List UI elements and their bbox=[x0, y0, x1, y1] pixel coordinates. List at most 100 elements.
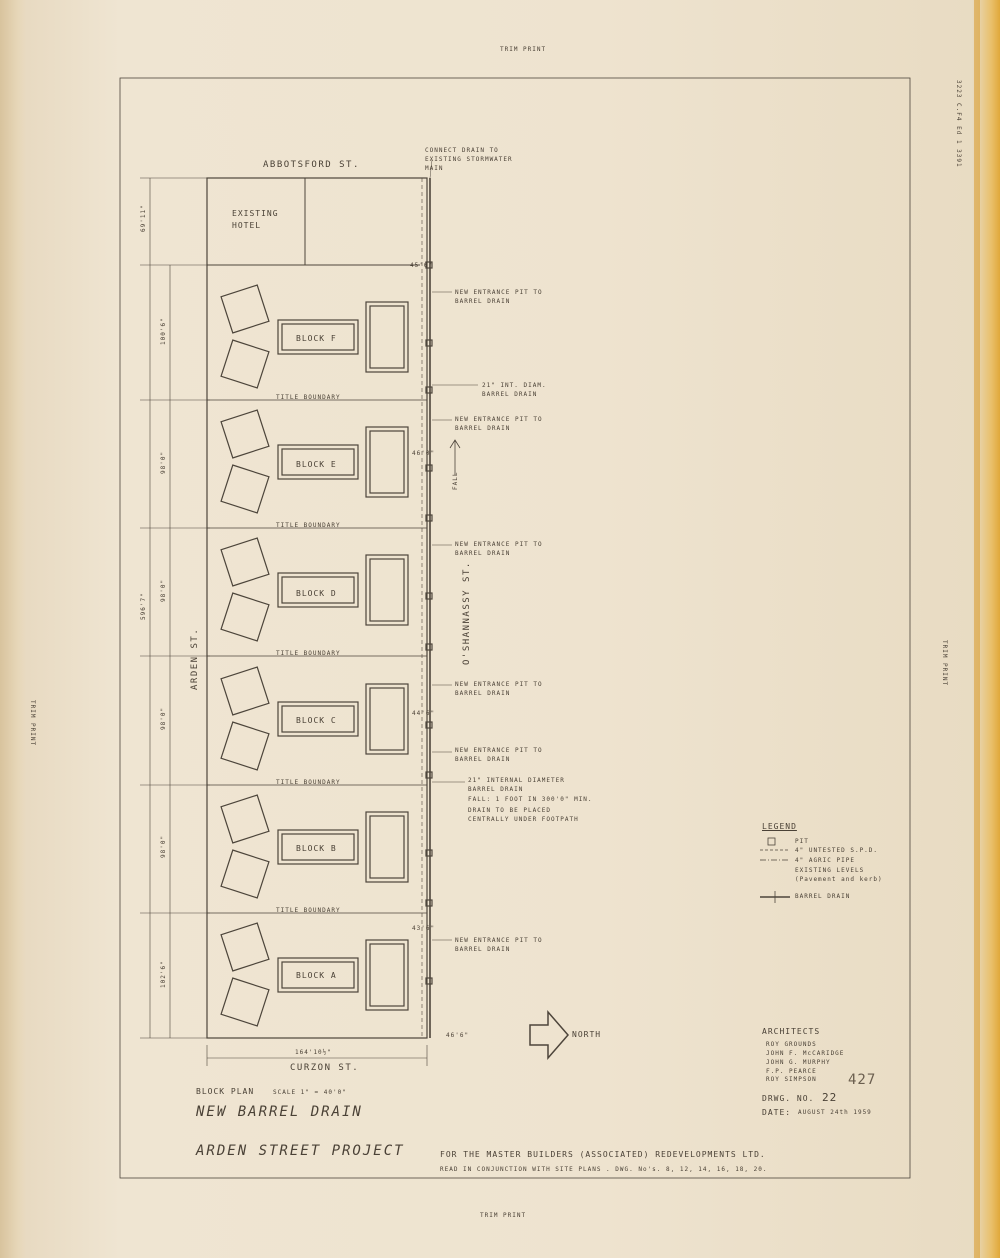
client-line: FOR THE MASTER BUILDERS (ASSOCIATED) RED… bbox=[440, 1150, 766, 1159]
architect-name: JOHN G. MURPHY bbox=[766, 1059, 831, 1066]
block-a-label: BLOCK A bbox=[296, 971, 337, 980]
margin-note: 3223 C.F4 Ed 1 3391 bbox=[955, 80, 962, 168]
pit-marker bbox=[425, 771, 433, 779]
note-drain-placed: DRAIN TO BE PLACED CENTRALLY UNDER FOOTP… bbox=[468, 807, 579, 823]
tower-building bbox=[365, 301, 409, 373]
pit-marker bbox=[425, 643, 433, 651]
level-label: 43'6" bbox=[412, 925, 436, 932]
drawing-no: 22 bbox=[822, 1091, 838, 1104]
trim-label-right: TRIM PRINT bbox=[941, 640, 948, 687]
tower-building-inner bbox=[369, 815, 405, 879]
main-building bbox=[277, 957, 359, 993]
note-new-entrance: NEW ENTRANCE PIT TO BARREL DRAIN bbox=[455, 541, 543, 557]
legend-item-agric: 4" AGRIC PIPE bbox=[795, 857, 855, 864]
existing-hotel-label: EXISTING HOTEL bbox=[232, 209, 279, 230]
dim-f: 100'6" bbox=[160, 317, 167, 345]
note-new-entrance: NEW ENTRANCE PIT TO BARREL DRAIN bbox=[455, 289, 543, 305]
tower-building bbox=[365, 554, 409, 626]
tower-building-inner bbox=[369, 430, 405, 494]
trim-label-bottom: TRIM PRINT bbox=[480, 1212, 527, 1219]
flat-building bbox=[220, 284, 270, 334]
legend-item-spd: 4" UNTESTED S.P.D. bbox=[795, 847, 879, 854]
flat-building bbox=[220, 721, 270, 771]
tower-building-inner bbox=[369, 687, 405, 751]
dim-b: 98'0" bbox=[160, 834, 167, 858]
note-connect: CONNECT DRAIN TO EXISTING STORMWATER MAI… bbox=[425, 147, 513, 172]
tower-building-inner bbox=[369, 305, 405, 369]
tape-strip bbox=[974, 0, 980, 1258]
note-new-entrance: NEW ENTRANCE PIT TO BARREL DRAIN bbox=[455, 937, 543, 953]
dim-a: 102'6" bbox=[160, 960, 167, 988]
leader-lines bbox=[429, 159, 478, 941]
drawing-no-label: DRWG. NO. bbox=[762, 1094, 815, 1103]
legend-item-levels: EXISTING LEVELS (Pavement and kerb) bbox=[795, 867, 883, 883]
flat-building bbox=[220, 537, 270, 587]
pit-marker bbox=[425, 977, 433, 985]
note-fall: FALL: 1 FOOT IN 300'0" MIN. bbox=[468, 796, 593, 803]
architect-name: JOHN F. McCARIDGE bbox=[766, 1050, 845, 1057]
note-pit-diam: 21" INT. DIAM. BARREL DRAIN bbox=[482, 382, 547, 398]
dim-d: 98'0" bbox=[160, 578, 167, 602]
pit-marker bbox=[425, 514, 433, 522]
north-label: NORTH bbox=[572, 1030, 602, 1039]
legend-item-pit: PIT bbox=[795, 838, 809, 845]
paper-edge-left bbox=[0, 0, 26, 1258]
trim-label-left: TRIM PRINT bbox=[29, 700, 36, 747]
title-boundary-label: TITLE BOUNDARY bbox=[276, 779, 341, 786]
read-with-line: READ IN CONJUNCTION WITH SITE PLANS . DW… bbox=[440, 1166, 768, 1173]
main-building bbox=[277, 701, 359, 737]
site-boundary bbox=[206, 177, 428, 1039]
level-label: 46'0" bbox=[412, 450, 436, 457]
block-f-label: BLOCK F bbox=[296, 334, 337, 343]
drawing-date-label: DATE: bbox=[762, 1108, 792, 1117]
flat-building bbox=[220, 592, 270, 642]
street-west: ARDEN ST. bbox=[190, 627, 200, 690]
architect-name: ROY GROUNDS bbox=[766, 1041, 817, 1048]
pit-marker bbox=[425, 464, 433, 472]
pit-marker bbox=[425, 261, 433, 269]
flat-building bbox=[220, 666, 270, 716]
pit-marker bbox=[425, 592, 433, 600]
main-building-inner bbox=[281, 705, 355, 733]
level-label: 44'6" bbox=[412, 710, 436, 717]
dim-top: 69'11" bbox=[140, 204, 147, 232]
drawing-date: AUGUST 24th 1959 bbox=[798, 1109, 872, 1116]
tower-building-inner bbox=[369, 943, 405, 1007]
note-new-entrance: NEW ENTRANCE PIT TO BARREL DRAIN bbox=[455, 416, 543, 432]
flat-building bbox=[220, 922, 270, 972]
architect-name: ROY SIMPSON bbox=[766, 1076, 817, 1083]
legend-title: LEGEND bbox=[762, 822, 797, 831]
pit-marker bbox=[425, 721, 433, 729]
project-title: ARDEN STREET PROJECT bbox=[196, 1143, 405, 1159]
flat-building bbox=[220, 849, 270, 899]
note-new-entrance: NEW ENTRANCE PIT TO BARREL DRAIN bbox=[455, 747, 543, 763]
block-d-label: BLOCK D bbox=[296, 589, 337, 598]
tower-building bbox=[365, 426, 409, 498]
title-boundary-label: TITLE BOUNDARY bbox=[276, 907, 341, 914]
tower-building bbox=[365, 683, 409, 755]
trim-label-top: TRIM PRINT bbox=[500, 46, 547, 53]
main-building bbox=[277, 829, 359, 865]
street-south: CURZON ST. bbox=[290, 1063, 360, 1073]
flat-building bbox=[220, 794, 270, 844]
title-boundary-label: TITLE BOUNDARY bbox=[276, 522, 341, 529]
pit-marker bbox=[425, 339, 433, 347]
main-building-inner bbox=[281, 448, 355, 476]
flat-building bbox=[220, 464, 270, 514]
fall-arrow-icon bbox=[449, 439, 461, 475]
dim-width: 164'10½" bbox=[295, 1049, 332, 1056]
building-blocks bbox=[220, 261, 433, 1027]
tower-building bbox=[365, 811, 409, 883]
level-label: 46'6" bbox=[446, 1032, 470, 1039]
main-building bbox=[277, 444, 359, 480]
drawing-stamp: 427 bbox=[848, 1072, 877, 1088]
main-building bbox=[277, 572, 359, 608]
dim-c: 98'0" bbox=[160, 706, 167, 730]
block-c-label: BLOCK C bbox=[296, 716, 337, 725]
architect-name: F.P. PEARCE bbox=[766, 1068, 817, 1075]
pit-marker bbox=[425, 386, 433, 394]
main-building-inner bbox=[281, 833, 355, 861]
block-b-label: BLOCK B bbox=[296, 844, 337, 853]
